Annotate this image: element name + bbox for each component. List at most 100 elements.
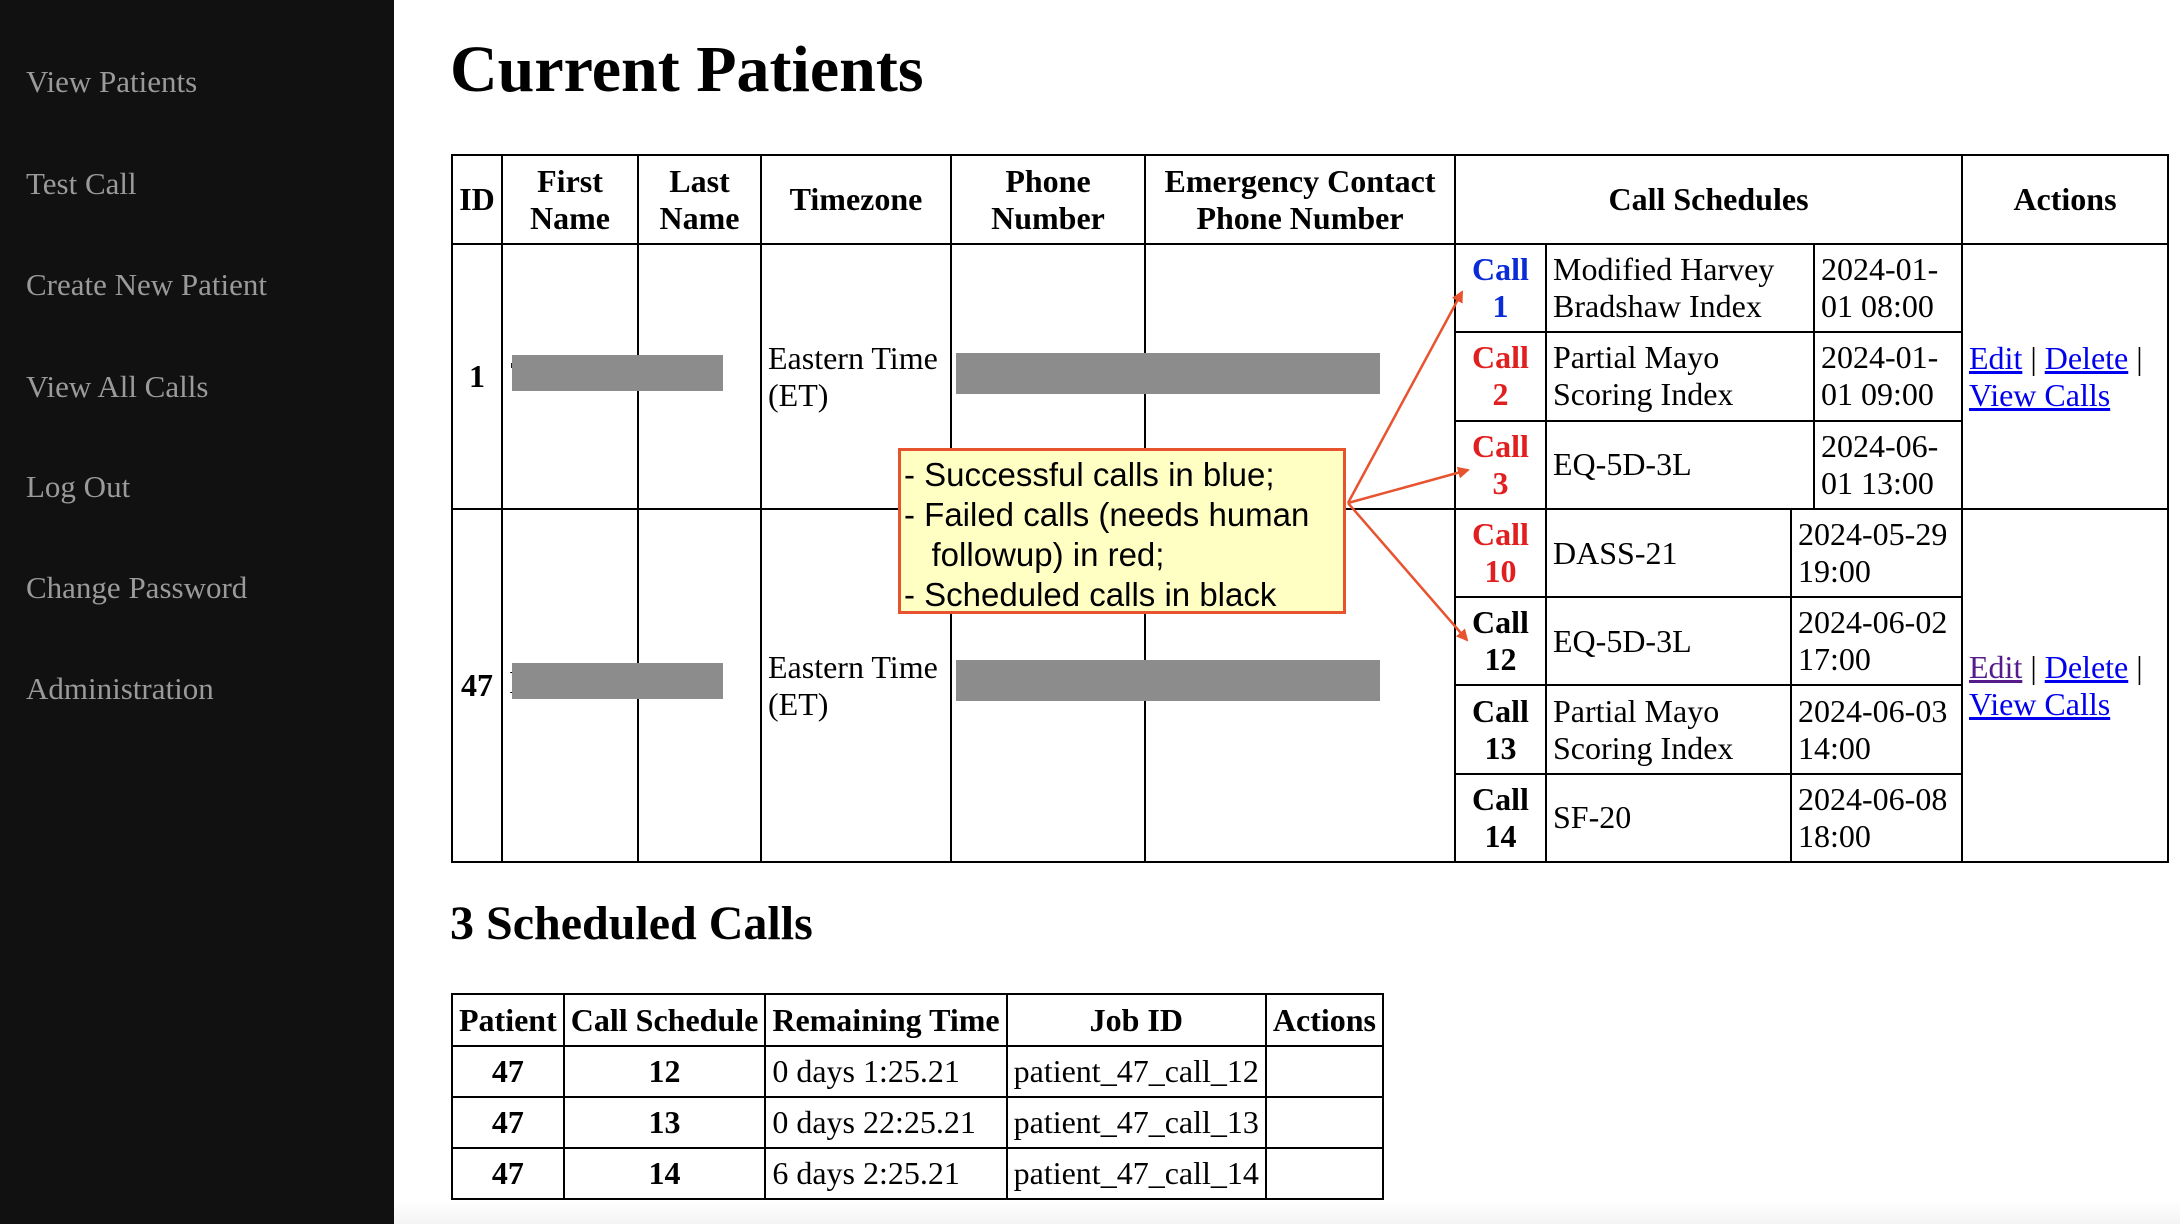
call-schedule-id: 13 (562, 1096, 767, 1149)
schedule-datetime: 2024-06-01 13:00 (1821, 427, 1939, 501)
sidebar-item-change-password[interactable]: Change Password (26, 570, 248, 605)
view-calls-link[interactable]: View Calls (1969, 376, 2111, 413)
redacted-phone (956, 353, 1380, 394)
schedule-name: DASS-21 (1546, 510, 1792, 599)
scheduled-row: 47 12 0 days 1:25.21 patient_47_call_12 (451, 1045, 1384, 1098)
separator: | (2136, 648, 2143, 685)
job-id: patient_47_call_14 (1005, 1147, 1267, 1200)
header-call-schedule: Call Schedule (562, 993, 767, 1047)
schedule-name: SF-20 (1546, 773, 1792, 861)
actions-cell: Edit | Delete | View Calls (1961, 508, 2169, 863)
delete-link[interactable]: Delete (2044, 339, 2129, 376)
callout-line: - Successful calls in blue; (904, 456, 1275, 493)
call-schedule-id: 12 (562, 1045, 767, 1098)
header-call-schedules: Call Schedules (1454, 154, 1963, 245)
page-title: Current Patients (450, 33, 924, 106)
remaining-time: 0 days 1:25.21 (764, 1045, 1008, 1098)
sidebar-item-log-out[interactable]: Log Out (26, 469, 131, 504)
job-id: patient_47_call_13 (1005, 1096, 1267, 1149)
patient-id: 47 (451, 1096, 565, 1149)
row-actions (1264, 1096, 1384, 1149)
scheduled-calls-heading: 3 Scheduled Calls (450, 897, 813, 950)
redacted-phone (956, 660, 1380, 701)
legend-callout: - Successful calls in blue; - Failed cal… (898, 448, 1346, 614)
job-id: patient_47_call_12 (1005, 1045, 1267, 1098)
header-job-id: Job ID (1005, 993, 1267, 1047)
page-bottom-edge (394, 1200, 2180, 1224)
header-actions: Actions (1961, 154, 2169, 245)
callout-line: followup) in red; (904, 536, 1165, 573)
separator: | (2030, 339, 2037, 376)
sidebar-item-administration[interactable]: Administration (26, 671, 214, 706)
view-calls-link[interactable]: View Calls (1969, 685, 2111, 722)
sidebar: View Patients Test Call Create New Patie… (0, 0, 394, 1224)
patient-id: 47 (451, 1147, 565, 1200)
callout-line: - Scheduled calls in black (904, 576, 1277, 613)
sidebar-item-view-patients[interactable]: View Patients (26, 64, 198, 99)
separator: | (2030, 648, 2037, 685)
edit-link[interactable]: Edit (1969, 339, 2023, 376)
row-actions (1264, 1045, 1384, 1098)
header-id: ID (451, 154, 503, 245)
scheduled-row: 47 13 0 days 22:25.21 patient_47_call_13 (451, 1096, 1384, 1149)
schedule-datetime: 2024-01-01 09:00 (1814, 332, 1963, 422)
call-schedule-id: 14 (562, 1147, 767, 1200)
patient-id: 47 (451, 1045, 565, 1098)
remaining-time: 0 days 22:25.21 (764, 1096, 1008, 1149)
sidebar-item-test-call[interactable]: Test Call (26, 166, 137, 201)
header-actions: Actions (1264, 993, 1384, 1047)
redacted-name (512, 663, 723, 699)
scheduled-header-row: Patient Call Schedule Remaining Time Job… (451, 993, 1384, 1047)
header-timezone: Timezone (760, 154, 952, 245)
scheduled-calls-table: Patient Call Schedule Remaining Time Job… (451, 993, 1384, 1200)
schedule-name: EQ-5D-3L (1546, 597, 1792, 687)
redacted-name (512, 355, 723, 391)
remaining-time: 6 days 2:25.21 (764, 1147, 1008, 1200)
scheduled-row: 47 14 6 days 2:25.21 patient_47_call_14 (451, 1147, 1384, 1200)
edit-link[interactable]: Edit (1969, 648, 2023, 685)
header-remaining-time: Remaining Time (764, 993, 1008, 1047)
separator: | (2136, 339, 2143, 376)
patient-id: 47 (451, 508, 503, 863)
sidebar-item-view-all-calls[interactable]: View All Calls (26, 369, 209, 404)
callout-line: - Failed calls (needs human (904, 496, 1310, 533)
patient-id: 1 (451, 243, 503, 510)
delete-link[interactable]: Delete (2044, 648, 2129, 685)
header-patient: Patient (451, 993, 565, 1047)
schedule-datetime: 2024-01-01 08:00 (1814, 245, 1963, 334)
sidebar-item-create-new-patient[interactable]: Create New Patient (26, 267, 268, 302)
schedule-name: EQ-5D-3L (1546, 420, 1815, 508)
row-actions (1264, 1147, 1384, 1200)
